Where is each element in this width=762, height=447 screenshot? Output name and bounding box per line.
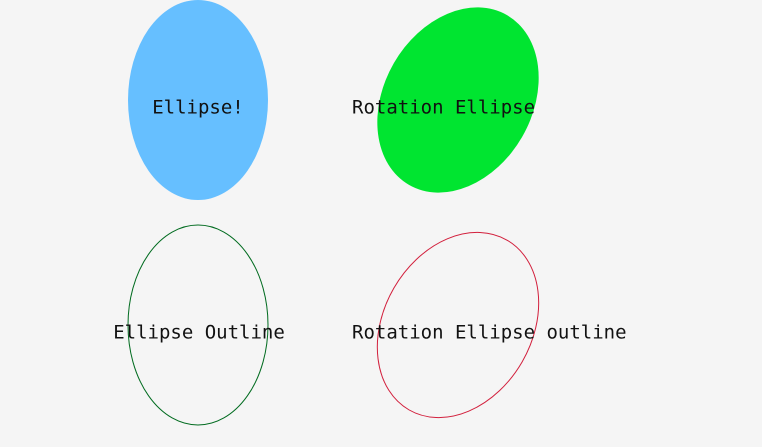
- ellipse-label: Ellipse!: [152, 97, 244, 119]
- rotation-ellipse-outline-label: Rotation Ellipse outline: [352, 322, 627, 344]
- rotated-filled-ellipse: [377, 7, 539, 193]
- ellipse-outline-label: Ellipse Outline: [113, 322, 285, 344]
- ellipse-outline: [127, 224, 269, 426]
- rotation-ellipse-label: Rotation Ellipse: [352, 97, 535, 119]
- rotated-ellipse-outline: [376, 231, 540, 419]
- filled-ellipse: [128, 0, 268, 200]
